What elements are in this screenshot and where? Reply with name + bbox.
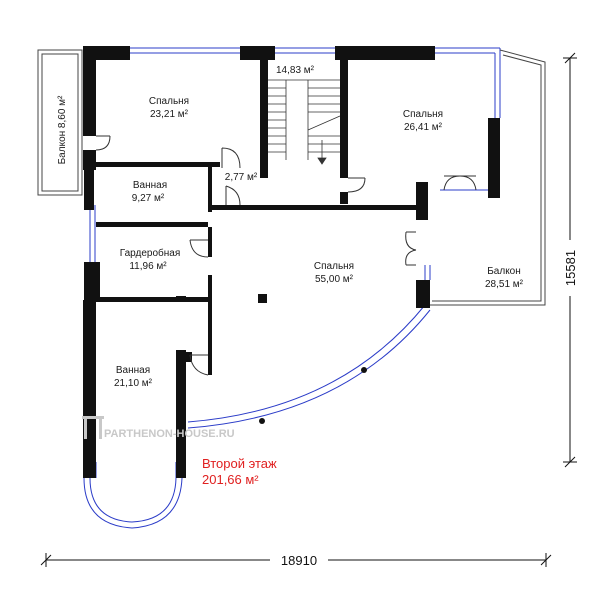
column	[259, 418, 265, 424]
room-name: Балкон	[487, 266, 521, 277]
room-name: Спальня	[314, 261, 354, 272]
room-name: Ванная	[116, 365, 150, 376]
dimension-height	[563, 52, 577, 468]
dimension-width-label: 18910	[281, 553, 317, 568]
floor-area: 201,66 м²	[202, 472, 259, 487]
room-area: 9,27 м²	[132, 193, 165, 204]
room-area: 23,21 м²	[150, 109, 189, 120]
watermark: PARTHENON-HOUSE.RU	[82, 416, 235, 440]
watermark-text: PARTHENON-HOUSE.RU	[104, 428, 235, 440]
room-area: 14,83 м²	[276, 65, 315, 76]
room-area: 26,41 м²	[404, 122, 443, 133]
room-area: 11,96 м²	[129, 261, 167, 272]
balcony-left-label: Балкон 8,60 м²	[57, 95, 68, 164]
balcony-outlines	[37, 49, 546, 306]
room-name: Спальня	[403, 109, 443, 120]
dimension-width	[40, 553, 552, 567]
windows	[83, 47, 501, 529]
room-name: Ванная	[133, 180, 167, 191]
room-area: 55,00 м²	[315, 274, 354, 285]
watermark-logo-icon	[82, 416, 104, 439]
room-area: 2,77 м²	[225, 172, 258, 183]
staircase	[268, 79, 341, 165]
room-area: 21,10 м²	[114, 378, 153, 389]
room-name: Спальня	[149, 96, 189, 107]
room-labels: Спальня 23,21 м² 14,83 м² Спальня 26,41 …	[114, 65, 524, 389]
doors	[95, 135, 477, 376]
floor-title: Второй этаж	[202, 456, 277, 471]
dimension-height-label: 15581	[563, 250, 578, 286]
column	[361, 367, 367, 373]
room-area: 28,51 м²	[485, 279, 524, 290]
walls	[83, 46, 500, 478]
room-name: Гардеробная	[120, 247, 181, 259]
